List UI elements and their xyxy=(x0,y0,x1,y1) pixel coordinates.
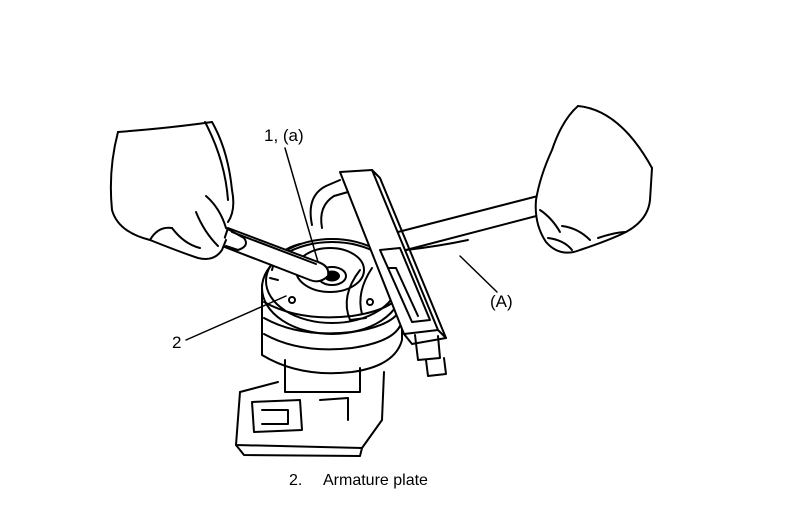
socket-wrench xyxy=(221,227,330,283)
caption-number: 2. xyxy=(289,472,303,489)
leader-line-armature xyxy=(185,295,287,341)
right-hand xyxy=(534,105,653,254)
callout-armature: 2 xyxy=(172,333,182,352)
caption-text: Armature plate xyxy=(323,472,428,489)
leader-line-bolt xyxy=(284,147,319,263)
holder-tool xyxy=(309,169,553,377)
callout-bolt: 1, (a) xyxy=(264,126,304,145)
compressor-body xyxy=(235,281,403,457)
left-hand xyxy=(109,121,247,260)
leader-line-tool xyxy=(459,255,498,293)
callout-tool: (A) xyxy=(490,292,513,311)
armature-plate xyxy=(261,238,403,335)
